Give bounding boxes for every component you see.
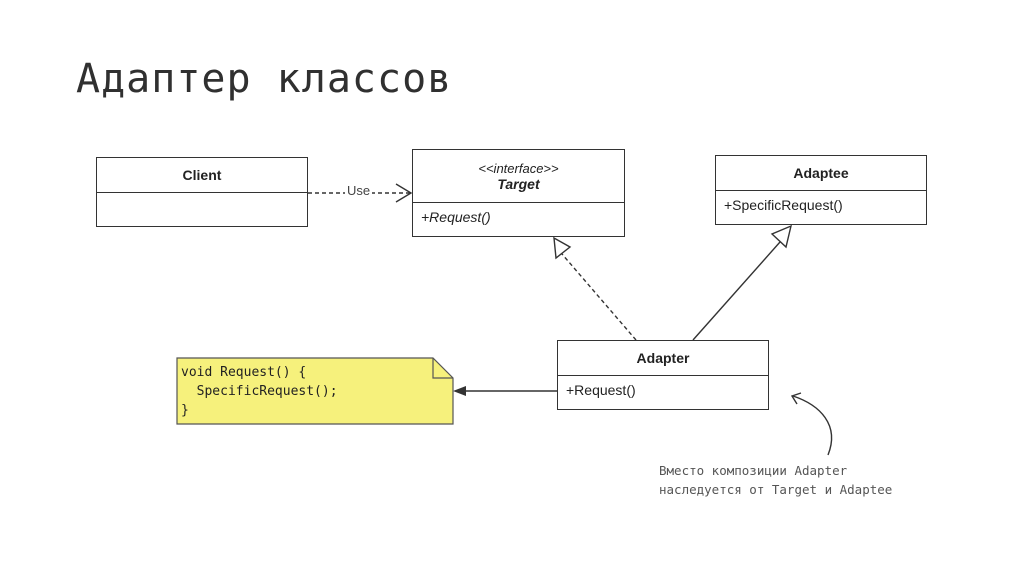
target-operation: +Request() [421,209,491,225]
note-link-arrowhead [453,386,466,396]
target-interface-name: <<interface>> Target [413,150,624,203]
slide-title: Адаптер классов [76,56,453,102]
client-name-text: Client [182,167,222,183]
target-interface: <<interface>> Target +Request() [412,149,625,237]
note-fold [432,358,453,379]
adaptee-class-name: Adaptee [716,156,926,191]
use-arrowhead [395,183,413,203]
realization-line [561,253,637,341]
client-class-name: Client [97,158,307,193]
adaptee-operation: +SpecificRequest() [724,197,843,213]
code-line: } [181,403,189,418]
comment-pointer-arrowhead [790,392,802,405]
code-line: SpecificRequest(); [181,384,338,399]
generalization-arrowhead [770,224,793,249]
adaptee-name-text: Adaptee [793,165,849,181]
target-stereotype: <<interface>> [478,160,559,176]
client-class: Client [96,157,308,227]
code-note [176,357,454,425]
adaptee-class: Adaptee +SpecificRequest() [715,155,927,225]
code-line: void Request() { [181,365,307,380]
adapter-class: Adapter +Request() [557,340,769,410]
adapter-operation: +Request() [566,382,636,398]
realization-arrowhead [553,236,572,260]
target-name-text: Target [497,175,540,192]
use-label: Use [345,183,373,198]
adapter-class-name: Adapter [558,341,768,376]
adapter-name-text: Adapter [636,350,690,366]
inheritance-comment: Вместо композиции Adapter наследуется от… [659,463,893,497]
generalization-line [692,241,781,341]
comment-pointer-arrow [792,395,833,456]
